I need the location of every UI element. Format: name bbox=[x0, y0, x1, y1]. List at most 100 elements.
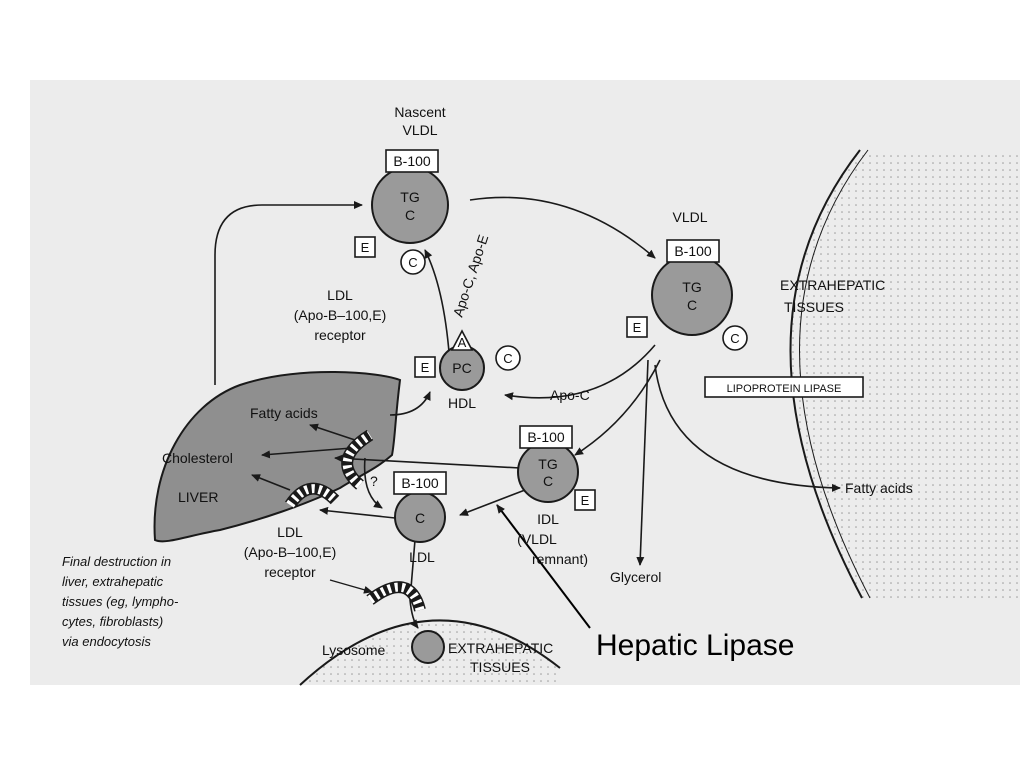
arrow-idl-to-liver bbox=[334, 454, 521, 469]
vldl-b100-box bbox=[666, 239, 720, 263]
vldl-particle: VLDL B-100 TG C E C bbox=[626, 209, 748, 351]
ldl-particle: B-100 C LDL bbox=[393, 471, 447, 565]
nascent-vldl-apo-e-box bbox=[354, 236, 376, 258]
final-destruction-line3: tissues (eg, lympho- bbox=[62, 594, 179, 609]
cholesterol-label: Cholesterol bbox=[162, 450, 233, 466]
nascent-vldl-b100-box bbox=[385, 149, 439, 173]
vldl-apo-c-circle bbox=[722, 325, 748, 351]
arrow-liver-receptor-to-liver bbox=[251, 474, 291, 491]
nascent-vldl-title-line2: VLDL bbox=[402, 122, 437, 138]
ldl-receptor-top-line1: LDL bbox=[327, 287, 353, 303]
ldl-receptor-top-line2: (Apo-B–100,E) bbox=[294, 307, 387, 323]
extrahepatic-top-label-line1: EXTRAHEPATIC bbox=[780, 277, 885, 293]
extrahepatic-tissue-top-membrane-inner bbox=[799, 149, 871, 599]
hdl-apo-a-triangle bbox=[450, 329, 474, 351]
nascent-vldl-apo-e: E bbox=[361, 240, 370, 255]
arrow-nascent-to-vldl bbox=[469, 196, 656, 259]
extrahepatic-tissue-top-membrane bbox=[789, 149, 863, 599]
arrow-vldl-to-glycerol bbox=[636, 359, 649, 566]
question-mark: ? bbox=[370, 473, 378, 489]
arrow-ldl-to-liver bbox=[319, 506, 396, 519]
ldl-title: LDL bbox=[409, 549, 435, 565]
hdl-pc: PC bbox=[452, 360, 471, 376]
extrahepatic-top-label-line2: TISSUES bbox=[784, 299, 844, 315]
hdl-particle: PC A E C HDL bbox=[414, 329, 521, 411]
nascent-vldl-tg: TG bbox=[400, 189, 419, 205]
hdl-title: HDL bbox=[448, 395, 476, 411]
ldl-receptor-extrahepatic bbox=[366, 581, 426, 612]
arrow-idl-to-ldl bbox=[459, 489, 526, 516]
idl-apo-e-box bbox=[574, 489, 596, 511]
hdl-apo-e-box bbox=[414, 356, 436, 378]
hepatic-lipase-pointer bbox=[496, 504, 591, 629]
nascent-vldl-apo-c: C bbox=[408, 255, 417, 270]
idl-tg: TG bbox=[538, 456, 557, 472]
hdl-apo-e: E bbox=[421, 360, 430, 375]
idl-core bbox=[517, 441, 579, 503]
vldl-apo-e-box bbox=[626, 316, 648, 338]
arrow-liver-to-nascent-vldl bbox=[214, 201, 363, 385]
lysosome-label: Lysosome bbox=[322, 642, 386, 658]
vldl-c: C bbox=[687, 297, 697, 313]
vldl-core bbox=[651, 254, 733, 336]
fatty-acids-liver-label: Fatty acids bbox=[250, 405, 318, 421]
extrahepatic-bottom-line2: TISSUES bbox=[470, 659, 530, 675]
nascent-vldl-title-line1: Nascent bbox=[394, 104, 445, 120]
arrow-receptor-down-to-ldl bbox=[363, 457, 383, 509]
arrow-receptor-to-cholesterol bbox=[261, 447, 353, 459]
extrahepatic-tissue-top-dots bbox=[790, 150, 1020, 598]
lipoprotein-lipase-box bbox=[704, 376, 864, 398]
idl-title-line3: remnant) bbox=[532, 551, 588, 567]
ldl-b100-label: B-100 bbox=[401, 475, 439, 491]
liver-label: LIVER bbox=[178, 489, 218, 505]
nascent-vldl-core bbox=[371, 166, 449, 244]
idl-title-line2: (VLDL bbox=[517, 531, 557, 547]
idl-title-line1: IDL bbox=[537, 511, 559, 527]
hdl-apo-c-circle bbox=[495, 345, 521, 371]
arrow-receptor-to-fatty-acids bbox=[309, 423, 356, 441]
liver-shape bbox=[153, 371, 402, 543]
idl-b100-box bbox=[519, 425, 573, 449]
final-destruction-line1: Final destruction in bbox=[62, 554, 171, 569]
ldl-receptor-liver-bottom bbox=[285, 482, 340, 509]
arrow-vldl-to-hdl-apo-c bbox=[504, 344, 656, 401]
glycerol-label: Glycerol bbox=[610, 569, 661, 585]
idl-apo-e: E bbox=[581, 493, 590, 508]
arrow-vldl-to-fatty-acids bbox=[654, 364, 841, 492]
hdl-apo-a: A bbox=[458, 335, 467, 350]
apo-c-label: Apo-C bbox=[550, 387, 590, 403]
arrow-receptor-label-to-receptor bbox=[329, 579, 373, 594]
lipoprotein-lipase-label: LIPOPROTEIN LIPASE bbox=[727, 383, 842, 395]
final-destruction-line4: cytes, fibroblasts) bbox=[62, 614, 163, 629]
hdl-apo-c: C bbox=[503, 351, 512, 366]
hepatic-lipase-callout: Hepatic Lipase bbox=[596, 629, 794, 662]
vldl-tg: TG bbox=[682, 279, 701, 295]
arrow-vldl-to-idl bbox=[574, 359, 661, 456]
ldl-c: C bbox=[415, 510, 425, 526]
nascent-vldl-apo-c-circle bbox=[400, 249, 426, 275]
ldl-receptor-bottom-line1: LDL bbox=[277, 524, 303, 540]
arrow-liver-to-hdl bbox=[389, 391, 431, 416]
fatty-acids-right-label: Fatty acids bbox=[845, 480, 913, 496]
idl-c: C bbox=[543, 473, 553, 489]
ldl-receptor-top-line3: receptor bbox=[314, 327, 366, 343]
final-destruction-line2: liver, extrahepatic bbox=[62, 574, 164, 589]
ldl-receptor-liver-top bbox=[341, 429, 374, 490]
nascent-vldl-particle: Nascent VLDL B-100 TG C E C bbox=[354, 104, 449, 275]
extrahepatic-tissue-bottom-membrane bbox=[299, 619, 561, 686]
ldl-b100-box bbox=[393, 471, 447, 495]
nascent-vldl-c: C bbox=[405, 207, 415, 223]
vldl-b100-label: B-100 bbox=[674, 243, 712, 259]
ldl-receptor-bottom-line3: receptor bbox=[264, 564, 316, 580]
extrahepatic-bottom-line1: EXTRAHEPATIC bbox=[448, 640, 553, 656]
vldl-apo-c: C bbox=[730, 331, 739, 346]
lysosome-circle bbox=[411, 630, 445, 664]
final-destruction-line5: via endocytosis bbox=[62, 634, 151, 649]
vldl-title: VLDL bbox=[672, 209, 707, 225]
idl-particle: B-100 TG C E IDL (VLDL remnant) bbox=[517, 425, 596, 567]
idl-b100-label: B-100 bbox=[527, 429, 565, 445]
nascent-vldl-b100-label: B-100 bbox=[393, 153, 431, 169]
ldl-receptor-bottom-line2: (Apo-B–100,E) bbox=[244, 544, 337, 560]
